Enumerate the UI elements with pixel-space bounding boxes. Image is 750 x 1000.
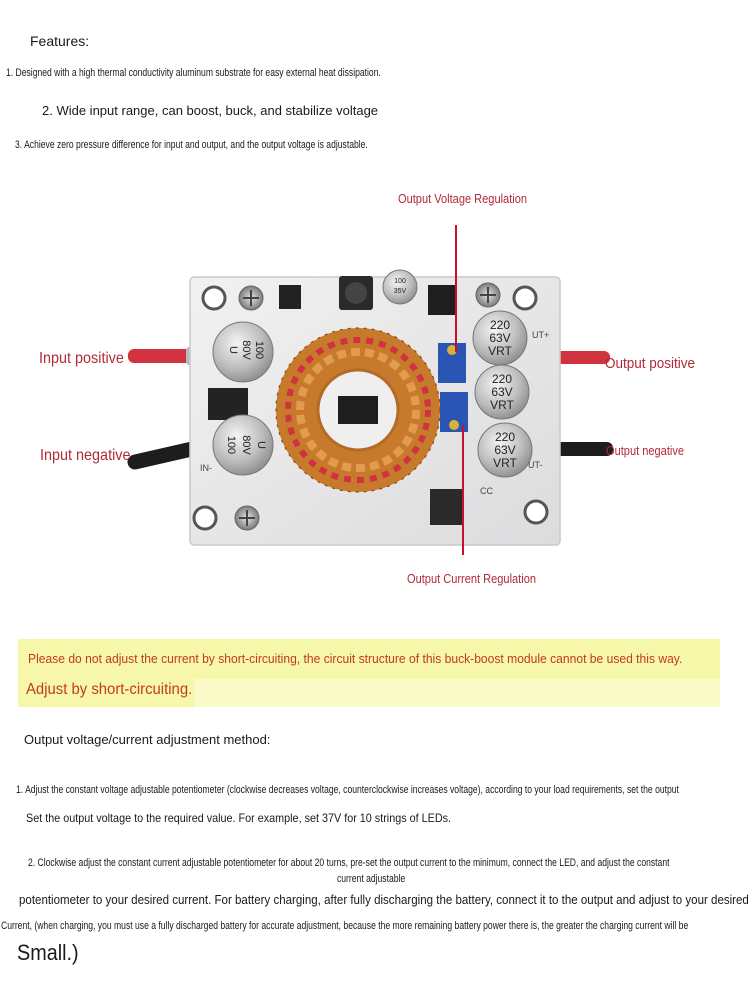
terminal-screw-icon [234, 282, 501, 531]
toroidal-inductor [275, 327, 441, 493]
svg-text:U: U [255, 441, 267, 449]
svg-text:63V: 63V [491, 385, 512, 399]
label-output-negative: Output negative [606, 443, 685, 458]
svg-text:220: 220 [495, 430, 515, 444]
svg-text:80V: 80V [240, 340, 252, 360]
capacitor-small: 100 35V [382, 269, 418, 305]
capacitor-right-1: 220 63V VRT [472, 310, 528, 366]
svg-text:VRT: VRT [490, 398, 514, 412]
feature-item-1: 1. Designed with a high thermal conducti… [6, 67, 381, 79]
svg-text:100: 100 [394, 278, 406, 285]
label-output-positive: Output positive [605, 355, 696, 372]
pin-label-out-minus: UT- [528, 460, 543, 470]
warning-text-line-2: Adjust by short-circuiting. [26, 681, 193, 698]
svg-text:220: 220 [492, 372, 512, 386]
label-output-voltage-regulation: Output Voltage Regulation [398, 191, 528, 206]
pin-label-out-plus: UT+ [532, 330, 549, 340]
mounting-hole-icon [192, 285, 549, 531]
features-heading: Features: [30, 33, 90, 49]
svg-text:63V: 63V [489, 331, 510, 345]
capacitor-right-3: 220 63V VRT [477, 422, 533, 478]
svg-text:100: 100 [225, 436, 237, 454]
method-step-2-line-5: Small.) [17, 940, 79, 965]
warning-highlight [194, 679, 720, 707]
feature-item-3: 3. Achieve zero pressure difference for … [15, 139, 368, 151]
label-input-positive: Input positive [39, 350, 124, 367]
method-step-1-line-2: Set the output voltage to the required v… [26, 811, 452, 825]
feature-item-2: 2. Wide input range, can boost, buck, an… [42, 103, 379, 118]
svg-text:35V: 35V [394, 288, 407, 295]
pin-label-in-minus: IN- [200, 463, 212, 473]
method-step-2-line-1: 2. Clockwise adjust the constant current… [28, 857, 670, 869]
label-output-current-regulation: Output Current Regulation [407, 571, 537, 586]
svg-text:63V: 63V [494, 443, 515, 457]
svg-text:100: 100 [253, 341, 265, 359]
method-step-2-line-4: Current, (when charging, you must use a … [1, 920, 689, 932]
warning-highlight [18, 639, 720, 679]
svg-text:80V: 80V [240, 435, 252, 455]
svg-text:VRT: VRT [488, 344, 512, 358]
pin-label-cc: CC [480, 486, 493, 496]
method-step-1-line-1: 1. Adjust the constant voltage adjustabl… [16, 784, 679, 796]
module-photo: 100 35V 100 80V U 100 80V U 220 63V VRT [127, 225, 613, 555]
voltage-potentiometer [438, 343, 466, 383]
warning-highlight [18, 677, 194, 707]
label-input-negative: Input negative [40, 447, 131, 464]
method-step-2-line-2: current adjustable [337, 873, 406, 885]
method-step-2-line-3: potentiometer to your desired current. F… [19, 892, 749, 907]
warning-text-line-1: Please do not adjust the current by shor… [28, 651, 683, 666]
svg-text:U: U [227, 346, 239, 354]
capacitor-left-top: 100 80V U [212, 321, 274, 383]
method-heading: Output voltage/current adjustment method… [24, 732, 271, 747]
capacitor-right-2: 220 63V VRT [474, 364, 530, 420]
svg-text:VRT: VRT [493, 456, 517, 470]
svg-text:220: 220 [490, 318, 510, 332]
capacitor-left-bottom: 100 80V U [212, 414, 274, 476]
